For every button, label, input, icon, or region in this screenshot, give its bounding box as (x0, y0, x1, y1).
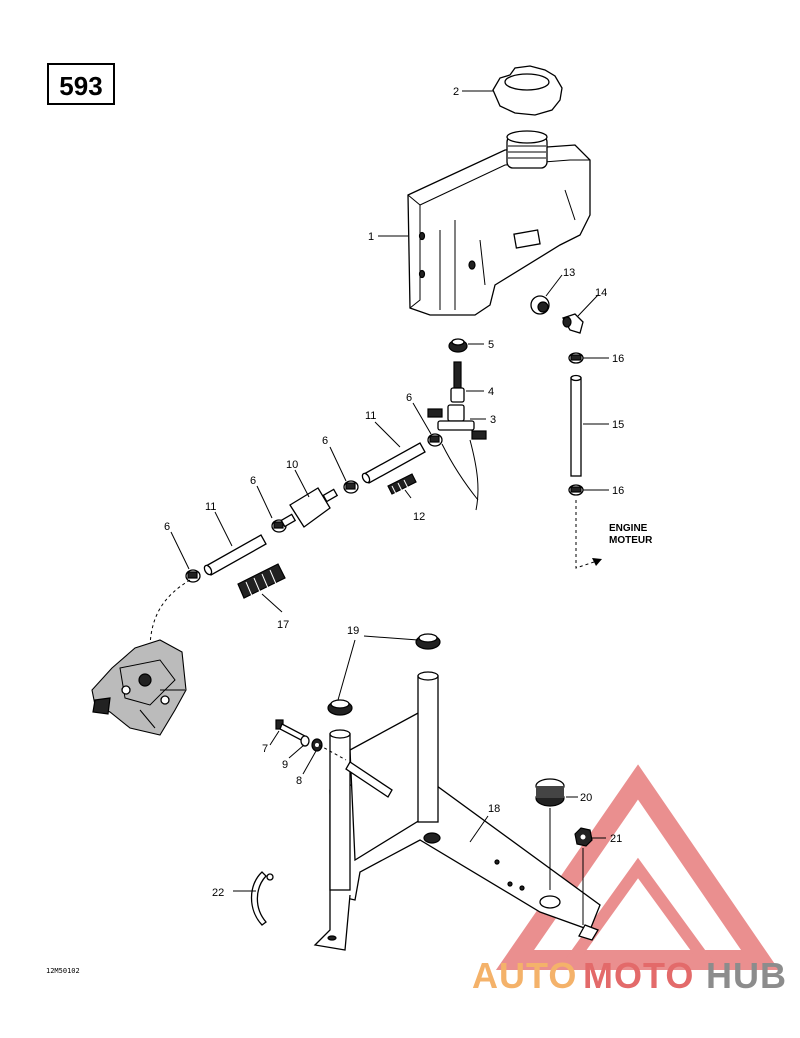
callout-22: 22 (212, 887, 224, 899)
callout-19: 19 (347, 625, 359, 637)
hose-11-upper-part (361, 442, 426, 484)
watermark-logo-icon (495, 764, 779, 970)
callout-14: 14 (595, 287, 607, 299)
grommet-19-a-part (415, 633, 441, 650)
callout-16-upper: 16 (612, 353, 624, 365)
drawing-code: 12M50102 (46, 967, 80, 975)
callout-11-lower: 11 (205, 501, 216, 513)
callout-4: 4 (488, 386, 494, 398)
page-number-box: 593 (47, 63, 115, 105)
watermark-part-auto: AUTO (472, 955, 577, 996)
callout-15: 15 (612, 419, 624, 431)
callout-18: 18 (488, 803, 500, 815)
clamp-16-lower-part (568, 484, 584, 496)
callout-6-a: 6 (406, 392, 412, 404)
clip-22-part (250, 871, 274, 926)
engine-direction-arrow-icon (575, 500, 602, 569)
clamp-6-b-part (343, 480, 359, 494)
oil-pump-part (91, 639, 187, 736)
callout-20: 20 (580, 792, 592, 804)
watermark-text: AUTO MOTO HUB (472, 955, 787, 996)
washer-8-part (311, 738, 323, 752)
watermark-part-moto: MOTO (583, 955, 694, 996)
clamp-6-d-part (185, 569, 201, 583)
fuel-filter-10-part (280, 487, 339, 528)
leader-lines (170, 90, 609, 925)
bolt-axis-line (318, 744, 347, 761)
watermark-part-hub: HUB (706, 955, 787, 996)
oil-tank-part (407, 130, 591, 316)
grommet-13-part (530, 295, 550, 315)
callout-7: 7 (262, 743, 268, 755)
callout-2: 2 (453, 86, 459, 98)
engine-note-line2: MOTEUR (609, 535, 653, 546)
callout-21: 21 (610, 833, 622, 845)
callout-17: 17 (277, 619, 289, 631)
fuel-line-path (149, 579, 191, 651)
tank-cap-part (492, 65, 563, 116)
callout-9: 9 (282, 759, 288, 771)
callout-11-upper: 11 (365, 410, 376, 422)
callout-6-d: 6 (164, 521, 170, 533)
grommet-20-part (535, 778, 565, 807)
bolt-7-part (275, 719, 306, 742)
nut-21-part (574, 827, 593, 847)
engine-note-line1: ENGINE (609, 523, 648, 534)
callout-1: 1 (368, 231, 374, 243)
callout-labels: 2 1 13 14 5 16 4 3 15 16 6 11 6 10 6 12 … (164, 86, 624, 899)
callout-5: 5 (488, 339, 494, 351)
elbow-fitting-14-part (562, 313, 584, 334)
tee-fitting-3-part (427, 404, 487, 511)
callout-13: 13 (563, 267, 575, 279)
grommet-19-b-part (327, 699, 353, 716)
callout-12: 12 (413, 511, 425, 523)
callout-8: 8 (296, 775, 302, 787)
callout-16-lower: 16 (612, 485, 624, 497)
washer-9-part (300, 735, 310, 747)
hose-15-part (570, 374, 582, 477)
callout-6-b: 6 (322, 435, 328, 447)
clamp-16-upper-part (568, 352, 584, 364)
frame-support-18-part (313, 671, 601, 951)
spring-12-part (387, 473, 417, 495)
clamp-6-a-part (427, 433, 443, 447)
hose-11-lower-part (203, 534, 267, 576)
callout-3: 3 (490, 414, 496, 426)
grommet-5-part (448, 338, 468, 353)
filter-screen-4-part (450, 361, 465, 403)
callout-6-c: 6 (250, 475, 256, 487)
spring-17-part (237, 563, 286, 599)
callout-10: 10 (286, 459, 298, 471)
